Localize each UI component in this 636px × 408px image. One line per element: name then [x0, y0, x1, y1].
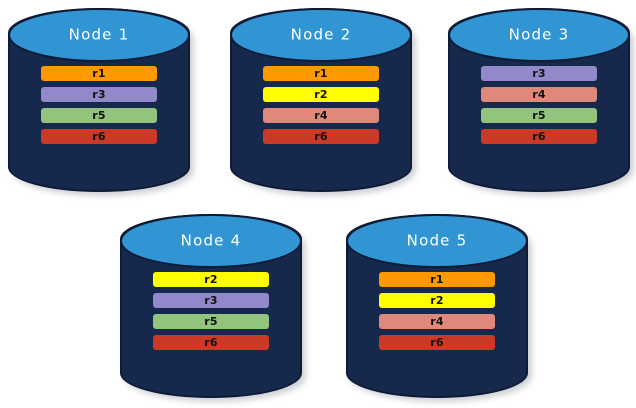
node-5-cylinder-top: Node 5	[346, 214, 528, 268]
node-3-cylinder-top: Node 3	[448, 8, 630, 62]
node-1[interactable]: Node 1 r1 r3 r5 r6	[8, 8, 194, 196]
node-4-record-r6[interactable]: r6	[153, 335, 269, 350]
node-3-record-r5[interactable]: r5	[481, 108, 597, 123]
node-1-record-list: r1 r3 r5 r6	[8, 66, 190, 144]
node-1-record-r5[interactable]: r5	[41, 108, 157, 123]
node-4-record-list: r2 r3 r5 r6	[120, 272, 302, 350]
node-2-record-list: r1 r2 r4 r6	[230, 66, 412, 144]
node-4-label: Node 4	[180, 231, 242, 250]
node-5-record-r2[interactable]: r2	[379, 293, 495, 308]
node-5[interactable]: Node 5 r1 r2 r4 r6	[346, 214, 532, 402]
node-1-record-r6[interactable]: r6	[41, 129, 157, 144]
node-2-record-r2[interactable]: r2	[263, 87, 379, 102]
node-4-cylinder-top: Node 4	[120, 214, 302, 268]
node-2-record-r1[interactable]: r1	[263, 66, 379, 81]
node-3-record-list: r3 r4 r5 r6	[448, 66, 630, 144]
node-2-record-r4[interactable]: r4	[263, 108, 379, 123]
node-1-record-r3[interactable]: r3	[41, 87, 157, 102]
node-5-record-r1[interactable]: r1	[379, 272, 495, 287]
node-5-record-r4[interactable]: r4	[379, 314, 495, 329]
node-1-cylinder-top: Node 1	[8, 8, 190, 62]
node-5-record-list: r1 r2 r4 r6	[346, 272, 528, 350]
node-1-label: Node 1	[68, 25, 130, 44]
node-4-record-r5[interactable]: r5	[153, 314, 269, 329]
node-4-record-r2[interactable]: r2	[153, 272, 269, 287]
node-3-record-r6[interactable]: r6	[481, 129, 597, 144]
node-2[interactable]: Node 2 r1 r2 r4 r6	[230, 8, 416, 196]
node-3[interactable]: Node 3 r3 r4 r5 r6	[448, 8, 634, 196]
node-2-cylinder-top: Node 2	[230, 8, 412, 62]
node-2-record-r6[interactable]: r6	[263, 129, 379, 144]
node-5-record-r6[interactable]: r6	[379, 335, 495, 350]
node-1-record-r1[interactable]: r1	[41, 66, 157, 81]
node-3-record-r3[interactable]: r3	[481, 66, 597, 81]
node-4[interactable]: Node 4 r2 r3 r5 r6	[120, 214, 306, 402]
node-3-record-r4[interactable]: r4	[481, 87, 597, 102]
node-3-label: Node 3	[508, 25, 570, 44]
node-2-label: Node 2	[290, 25, 352, 44]
node-5-label: Node 5	[406, 231, 468, 250]
node-4-record-r3[interactable]: r3	[153, 293, 269, 308]
